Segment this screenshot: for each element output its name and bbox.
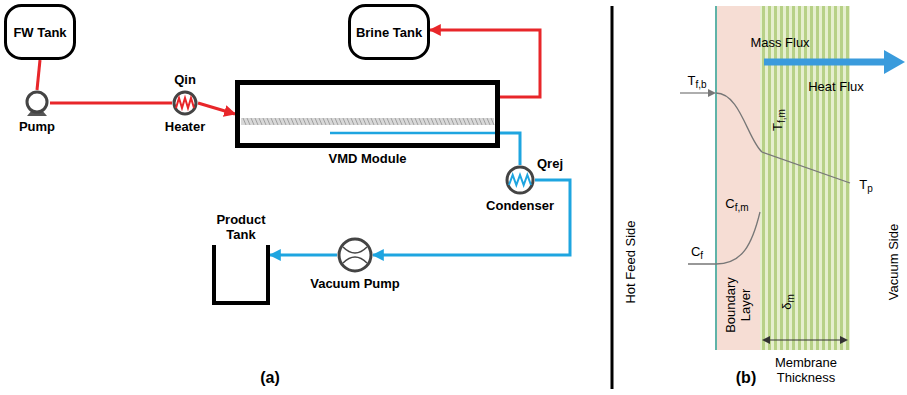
flux-arrow-shaft <box>764 59 886 66</box>
panel-label: (a) <box>260 369 280 387</box>
pointer-head <box>708 89 716 97</box>
vacuum-pump-outline <box>337 237 373 273</box>
annotation-label: Vacuum Side <box>886 224 901 300</box>
annotation-label: Hot Feed Side <box>623 220 638 303</box>
permeate-line <box>270 254 337 257</box>
concentration-profile <box>688 212 760 264</box>
thickness-dimension <box>768 340 842 341</box>
condenser-symbol: QrejCondenser <box>505 165 535 195</box>
exchanger-casing <box>174 92 196 114</box>
heater-symbol-outline <box>172 90 198 116</box>
module-housing <box>238 83 498 146</box>
feed-pump-outline <box>24 90 50 116</box>
boundary-layer-band <box>717 6 760 350</box>
component-label: Product Tank <box>210 212 272 242</box>
component-label: Brine Tank <box>352 25 426 40</box>
tank-walls <box>214 245 268 303</box>
annotation-label: Boundary Layer <box>723 273 753 337</box>
pump-vane <box>343 257 367 263</box>
panel-label: (b) <box>736 369 756 387</box>
feed-pump: Pump <box>24 90 50 116</box>
product-tank: Product Tank <box>212 245 270 305</box>
symbol-label: Tf,m <box>770 109 785 131</box>
symbol-label: Cf <box>691 244 703 259</box>
symbol-label: Tp <box>859 177 873 192</box>
heat-label: Qin <box>174 72 196 87</box>
component-label: Heater <box>165 119 205 134</box>
vmd-module-outline <box>235 80 500 148</box>
component-label: Condenser <box>486 198 554 213</box>
pump-vane <box>343 247 367 253</box>
coil <box>509 175 531 185</box>
product-tank-outline <box>212 245 270 305</box>
feed-line <box>430 30 540 97</box>
symbol-label: Cf,m <box>725 196 748 211</box>
annotation-label: Heat Flux <box>808 79 864 94</box>
component-label: Pump <box>19 119 55 134</box>
symbol-label: δm <box>779 294 794 310</box>
heater-symbol: QinHeater <box>172 90 198 116</box>
heat-label: Qrej <box>537 156 563 171</box>
pump-casing <box>339 239 371 271</box>
component-label: Vacuum Pump <box>310 276 400 291</box>
vacuum-pump: Vacuum Pump <box>337 237 373 273</box>
exchanger-casing <box>507 167 533 193</box>
condenser-symbol-outline <box>505 165 535 195</box>
vmd-module: VMD Module <box>235 80 500 148</box>
dimension-head <box>840 336 848 344</box>
storage-tank: Brine Tank <box>348 4 430 60</box>
symbol-label: Tf,b <box>687 73 706 88</box>
boundary-edge <box>715 6 717 350</box>
component-label: FW Tank <box>9 25 70 40</box>
permeate-channel <box>330 132 500 135</box>
feed-wall <box>611 6 614 389</box>
coil <box>176 98 194 108</box>
membrane-strip <box>241 118 494 125</box>
temperature-profile <box>716 93 850 183</box>
feed-line <box>37 60 40 90</box>
tank-outline <box>350 6 429 59</box>
component-label: VMD Module <box>329 151 407 166</box>
annotation-label: Mass Flux <box>750 35 809 50</box>
tank-outline <box>6 6 75 59</box>
flux-arrow-head <box>884 50 905 74</box>
permeate-line <box>500 133 520 165</box>
storage-tank: FW Tank <box>4 4 76 60</box>
temperature-pointer <box>680 92 710 93</box>
dimension-head <box>762 336 770 344</box>
permeate-line <box>373 180 570 255</box>
feed-line <box>198 103 235 114</box>
feed-line <box>50 102 172 105</box>
pump-casing <box>27 92 47 112</box>
annotation-label: Membrane Thickness <box>764 355 848 385</box>
